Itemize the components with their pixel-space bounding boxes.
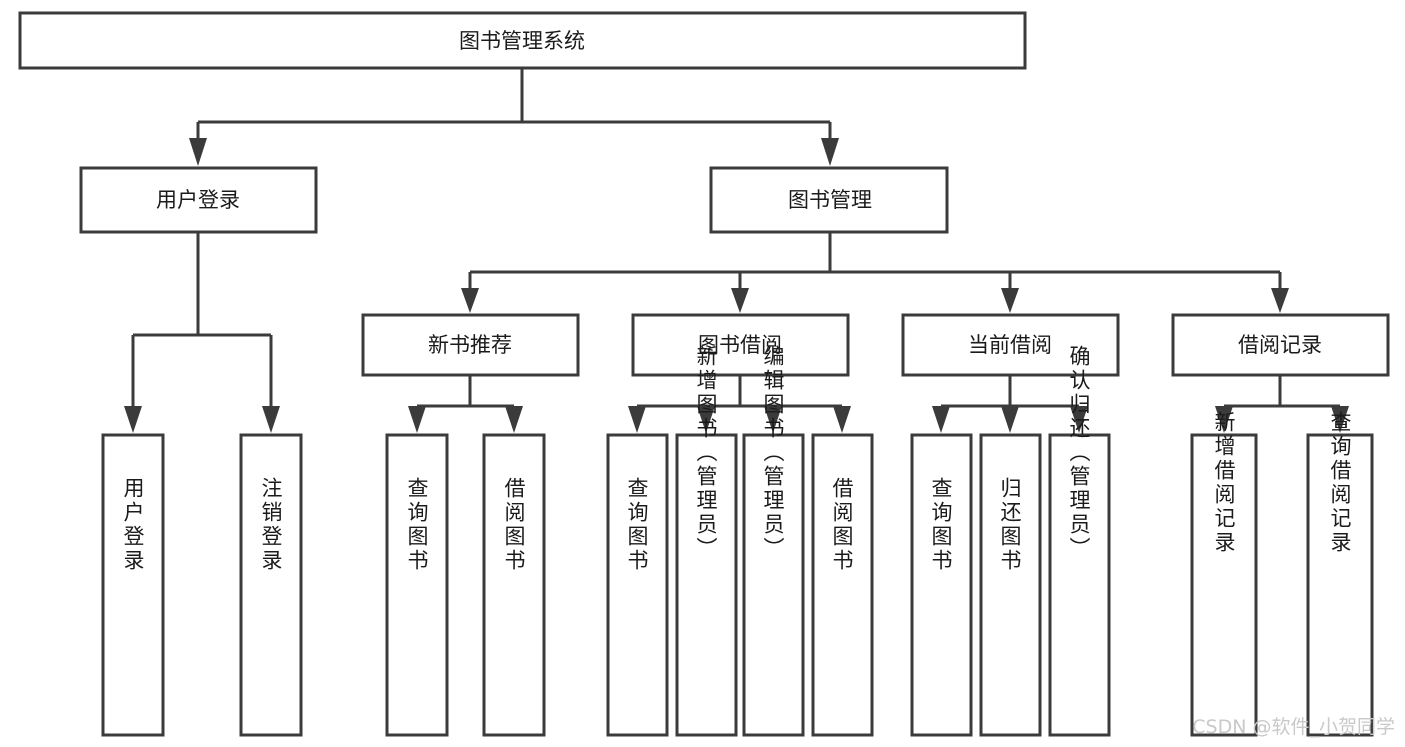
arrow-head-leaf-borrow-book-2 [833,406,851,433]
node-leaf-return-book-label: 归还图书 [998,477,1022,573]
node-leaf-query-record[interactable]: 查询借阅记录 [1306,411,1374,737]
node-user-login-label: 用户登录 [156,188,240,212]
node-book-management-box[interactable] [709,166,949,234]
connector-group-borrow-record [1215,375,1349,433]
connector-group-user-login [124,232,280,433]
node-leaf-add-record-box[interactable] [1190,433,1258,737]
node-leaf-borrow-book-1-label: 借阅图书 [502,477,526,573]
node-leaf-query-book-2[interactable]: 查询图书 [606,433,669,737]
node-leaf-confirm-return-box[interactable] [1048,433,1111,737]
connector-group-root [189,68,839,166]
arrow-head-new-book-recommend [461,288,479,313]
node-book-management-label: 图书管理 [788,188,872,212]
node-current-borrow-label: 当前借阅 [968,333,1052,357]
node-leaf-edit-book-label: 编辑图书（管理员） [761,345,785,561]
node-leaf-borrow-book-1-box[interactable] [482,433,546,737]
node-leaf-query-record-box[interactable] [1306,433,1374,737]
node-book-management[interactable]: 图书管理 [709,166,949,234]
node-root-label: 图书管理系统 [459,29,585,53]
node-leaf-return-book[interactable]: 归还图书 [979,433,1042,737]
arrow-head-leaf-user-login [124,406,142,433]
node-leaf-borrow-book-2-label: 借阅图书 [830,477,854,573]
arrow-head-leaf-query-record [1331,406,1349,433]
connector-group-book-management [461,232,1289,313]
node-book-borrow-box[interactable] [631,313,850,377]
node-leaf-borrow-book-2[interactable]: 借阅图书 [811,433,874,737]
node-leaf-query-book-1-label: 查询图书 [405,477,429,573]
node-leaf-add-book-label: 新增图书（管理员） [694,345,718,561]
node-leaf-query-book-2-label: 查询图书 [625,477,649,573]
arrow-head-leaf-confirm-return [1070,406,1088,433]
node-leaf-return-book-box[interactable] [979,433,1042,737]
arrow-head-leaf-user-logout [262,406,280,433]
arrow-head-user-login [189,138,207,166]
node-leaf-user-logout-label: 注销登录 [259,477,283,573]
node-current-borrow-box[interactable] [901,313,1120,377]
arrow-head-leaf-borrow-book-1 [505,406,523,433]
node-leaf-query-book-3-box[interactable] [910,433,973,737]
node-new-book-recommend[interactable]: 新书推荐 [361,313,580,377]
arrow-head-leaf-add-record [1215,406,1233,433]
node-leaf-query-book-2-box[interactable] [606,433,669,737]
node-root-box[interactable] [18,11,1027,70]
arrow-head-leaf-return-book [1001,406,1019,433]
node-new-book-recommend-label: 新书推荐 [428,333,512,357]
node-leaf-user-logout-box[interactable] [239,433,303,737]
node-leaf-query-book-3[interactable]: 查询图书 [910,433,973,737]
node-book-borrow[interactable]: 图书借阅 [631,313,850,377]
node-leaf-edit-book-box[interactable] [742,433,805,737]
connector-group-book-borrow [628,375,851,433]
arrow-head-leaf-query-book-1 [408,406,426,433]
node-leaf-user-login-label: 用户登录 [121,477,145,573]
arrow-head-leaf-edit-book [764,406,782,433]
node-leaf-add-book-box[interactable] [675,433,738,737]
node-new-book-recommend-box[interactable] [361,313,580,377]
node-borrow-record-box[interactable] [1171,313,1390,377]
arrow-head-borrow-record [1271,288,1289,313]
connector-group-new-book-recommend [408,375,523,433]
arrow-head-leaf-add-book [697,406,715,433]
node-leaf-edit-book[interactable]: 编辑图书（管理员） [742,345,805,737]
node-current-borrow[interactable]: 当前借阅 [901,313,1120,377]
node-leaf-user-login[interactable]: 用户登录 [101,433,165,737]
arrow-head-leaf-query-book-3 [932,406,950,433]
node-leaf-user-login-box[interactable] [101,433,165,737]
node-leaf-add-book[interactable]: 新增图书（管理员） [675,345,738,737]
node-leaf-query-record-label: 查询借阅记录 [1328,411,1352,555]
arrow-head-current-borrow [1001,288,1019,313]
node-leaf-borrow-book-2-box[interactable] [811,433,874,737]
node-leaf-user-logout[interactable]: 注销登录 [239,433,303,737]
node-leaf-confirm-return-label: 确认归还（管理员） [1067,345,1091,561]
node-leaf-query-book-1-box[interactable] [385,433,449,737]
node-leaf-confirm-return[interactable]: 确认归还（管理员） [1048,345,1111,737]
node-borrow-record[interactable]: 借阅记录 [1171,313,1390,377]
node-leaf-add-record[interactable]: 新增借阅记录 [1190,411,1258,737]
node-borrow-record-label: 借阅记录 [1238,333,1322,357]
node-leaf-query-book-1[interactable]: 查询图书 [385,433,449,737]
node-user-login-box[interactable] [79,166,318,234]
arrow-head-book-management [821,138,839,166]
node-leaf-query-book-3-label: 查询图书 [929,477,953,573]
arrow-head-leaf-query-book-2 [628,406,646,433]
node-book-borrow-label: 图书借阅 [698,333,782,357]
node-user-login[interactable]: 用户登录 [79,166,318,234]
arrow-head-book-borrow [731,288,749,313]
connector-group-current-borrow [932,375,1088,433]
node-leaf-borrow-book-1[interactable]: 借阅图书 [482,433,546,737]
node-root[interactable]: 图书管理系统 [18,11,1027,70]
node-leaf-add-record-label: 新增借阅记录 [1212,411,1236,555]
